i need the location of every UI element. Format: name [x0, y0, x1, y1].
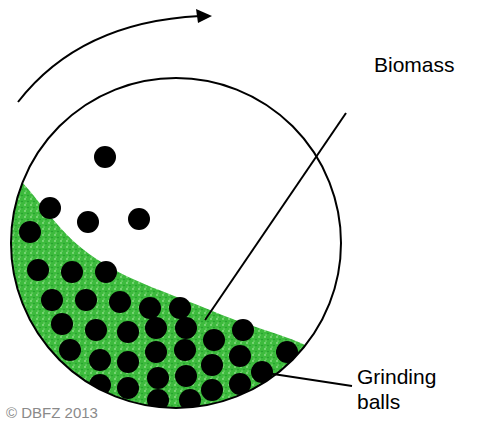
grinding-ball: [175, 365, 197, 387]
part-label: Grinding balls: [357, 364, 467, 414]
mill-drum: [11, 78, 341, 408]
copyright-note: © DBFZ 2013: [6, 404, 146, 422]
grinding-ball: [201, 354, 223, 376]
rotation-arrowhead: [196, 9, 212, 23]
falling-ball: [128, 208, 150, 230]
grinding-ball: [139, 297, 161, 319]
grinding-ball: [85, 319, 107, 341]
grinding-ball: [232, 319, 254, 341]
leader-line: [260, 372, 352, 386]
grinding-ball: [201, 379, 223, 401]
grinding-ball: [145, 317, 167, 339]
grinding-balls: [19, 197, 298, 411]
grinding-ball: [229, 345, 251, 367]
leader-line: [205, 113, 346, 320]
grinding-ball: [169, 297, 191, 319]
part-label: Biomass: [374, 52, 474, 77]
biomass-fill: [0, 178, 340, 428]
grinding-ball: [117, 377, 139, 399]
grinding-ball: [203, 329, 225, 351]
grinding-ball: [145, 341, 167, 363]
grinding-ball: [51, 313, 73, 335]
grinding-ball: [19, 221, 41, 243]
grinding-ball: [59, 339, 81, 361]
falling-ball: [94, 146, 116, 168]
grinding-ball: [276, 341, 298, 363]
rotation-arrow: [18, 16, 200, 102]
grinding-ball: [117, 351, 139, 373]
grinding-ball: [95, 261, 117, 283]
grinding-ball: [41, 289, 63, 311]
grinding-ball: [174, 339, 196, 361]
grinding-ball: [117, 321, 139, 343]
grinding-ball: [27, 259, 49, 281]
grinding-ball: [75, 289, 97, 311]
grinding-ball: [109, 291, 131, 313]
grinding-ball: [89, 349, 111, 371]
grinding-ball: [77, 211, 99, 233]
grinding-ball: [39, 197, 61, 219]
grinding-ball: [147, 367, 169, 389]
grinding-ball: [61, 261, 83, 283]
grinding-ball: [175, 317, 197, 339]
